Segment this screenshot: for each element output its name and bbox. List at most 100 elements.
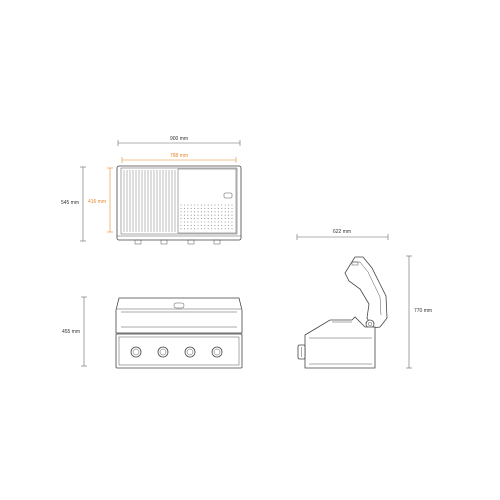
hotplate-dot bbox=[183, 218, 185, 220]
hotplate-dot bbox=[228, 221, 230, 223]
hotplate-dot bbox=[204, 214, 206, 216]
hotplate-dot bbox=[194, 228, 196, 230]
hotplate-dot bbox=[183, 211, 185, 213]
side-firebox bbox=[304, 316, 376, 369]
hotplate-dot bbox=[187, 218, 189, 220]
hotplate-dot bbox=[183, 221, 185, 223]
front-control-panel-inner bbox=[118, 336, 240, 366]
hotplate-dot bbox=[180, 204, 182, 206]
hotplate-dot bbox=[197, 211, 199, 213]
hotplate-dot bbox=[187, 228, 189, 230]
hotplate-dot bbox=[180, 214, 182, 216]
hotplate-dot bbox=[197, 224, 199, 226]
top-depth-label: 545 mm bbox=[61, 200, 79, 206]
top-inner-width-label: 788 mm bbox=[170, 153, 188, 159]
hotplate-dot bbox=[217, 211, 219, 213]
hotplate-outline bbox=[177, 168, 237, 234]
hotplate-dot bbox=[228, 224, 230, 226]
hotplate-dot bbox=[187, 204, 189, 206]
top-knob-stub-4 bbox=[213, 239, 221, 245]
side-lid-handle bbox=[351, 261, 359, 266]
side-view: 622 mm 770 mm bbox=[296, 229, 432, 369]
hotplate-dot bbox=[211, 224, 213, 226]
hotplate-dot bbox=[180, 218, 182, 220]
hotplate-dot bbox=[228, 211, 230, 213]
hotplate-dot bbox=[214, 221, 216, 223]
hotplate-dot bbox=[183, 204, 185, 206]
hotplate-dot bbox=[194, 207, 196, 209]
hotplate-dot bbox=[224, 218, 226, 220]
burner-knob-4 bbox=[211, 346, 223, 358]
hotplate-dot bbox=[200, 204, 202, 206]
hotplate-dot bbox=[190, 218, 192, 220]
hotplate-dot bbox=[183, 224, 185, 226]
hotplate-dot bbox=[211, 214, 213, 216]
hotplate-dot bbox=[207, 218, 209, 220]
hotplate-dot bbox=[197, 207, 199, 209]
top-width-label: 900 mm bbox=[170, 136, 188, 142]
burner-knob-1 bbox=[130, 346, 142, 358]
hotplate-dot bbox=[217, 204, 219, 206]
burner-knob-3-inner bbox=[186, 348, 194, 356]
hotplate-dot bbox=[183, 207, 185, 209]
grill-grate bbox=[123, 170, 176, 232]
hotplate-dot bbox=[180, 224, 182, 226]
top-knob-stub-3 bbox=[187, 239, 195, 245]
hotplate-dot bbox=[207, 228, 209, 230]
hotplate-dot bbox=[187, 214, 189, 216]
hotplate-dot bbox=[214, 218, 216, 220]
hotplate-dot bbox=[214, 204, 216, 206]
hotplate-dot bbox=[204, 204, 206, 206]
hotplate-dot bbox=[228, 204, 230, 206]
hotplate-dot bbox=[204, 224, 206, 226]
burner-knob-3 bbox=[184, 346, 196, 358]
hotplate-dot bbox=[224, 228, 226, 230]
hotplate-dot bbox=[224, 204, 226, 206]
hotplate-dot bbox=[204, 218, 206, 220]
hotplate-dot bbox=[217, 207, 219, 209]
hotplate-dot bbox=[187, 221, 189, 223]
hotplate-dot bbox=[197, 221, 199, 223]
hotplate-dot bbox=[187, 207, 189, 209]
hotplate-dot bbox=[231, 214, 233, 216]
hotplate-dot bbox=[231, 211, 233, 213]
hotplate-dot bbox=[231, 224, 233, 226]
hotplate-dot bbox=[211, 207, 213, 209]
side-open-lid bbox=[344, 256, 388, 329]
burner-knob-4-inner bbox=[213, 348, 221, 356]
front-height-label: 455 mm bbox=[62, 329, 80, 335]
hotplate-dot bbox=[207, 214, 209, 216]
hotplate-dot bbox=[231, 207, 233, 209]
top-inner-depth-label: 416 mm bbox=[88, 199, 106, 205]
hotplate-dot bbox=[231, 221, 233, 223]
hotplate-dot bbox=[211, 221, 213, 223]
hotplate-dot bbox=[221, 228, 223, 230]
hotplate-dot bbox=[221, 214, 223, 216]
hotplate-dot bbox=[190, 211, 192, 213]
hotplate-dot bbox=[211, 218, 213, 220]
hotplate-dot bbox=[180, 211, 182, 213]
hotplate-dot bbox=[224, 207, 226, 209]
front-hood bbox=[115, 297, 243, 334]
hotplate-dot bbox=[194, 221, 196, 223]
hotplate-dot bbox=[207, 204, 209, 206]
hotplate-dot bbox=[194, 224, 196, 226]
hotplate-dot bbox=[217, 224, 219, 226]
hotplate-dot-pattern bbox=[180, 204, 233, 230]
hotplate-dot bbox=[200, 211, 202, 213]
hotplate-dot bbox=[224, 211, 226, 213]
hotplate-dot bbox=[190, 224, 192, 226]
hotplate-dot bbox=[183, 228, 185, 230]
hotplate-dot bbox=[214, 224, 216, 226]
top-view: 900 mm 788 mm 545 mm 416 mm bbox=[61, 136, 242, 245]
hotplate-dot bbox=[207, 224, 209, 226]
hotplate-dot bbox=[217, 214, 219, 216]
hotplate-dot bbox=[187, 224, 189, 226]
hotplate-dot bbox=[214, 228, 216, 230]
hotplate-dot bbox=[197, 214, 199, 216]
hotplate-dot bbox=[224, 221, 226, 223]
hotplate-dot bbox=[197, 228, 199, 230]
hotplate-dot bbox=[194, 214, 196, 216]
